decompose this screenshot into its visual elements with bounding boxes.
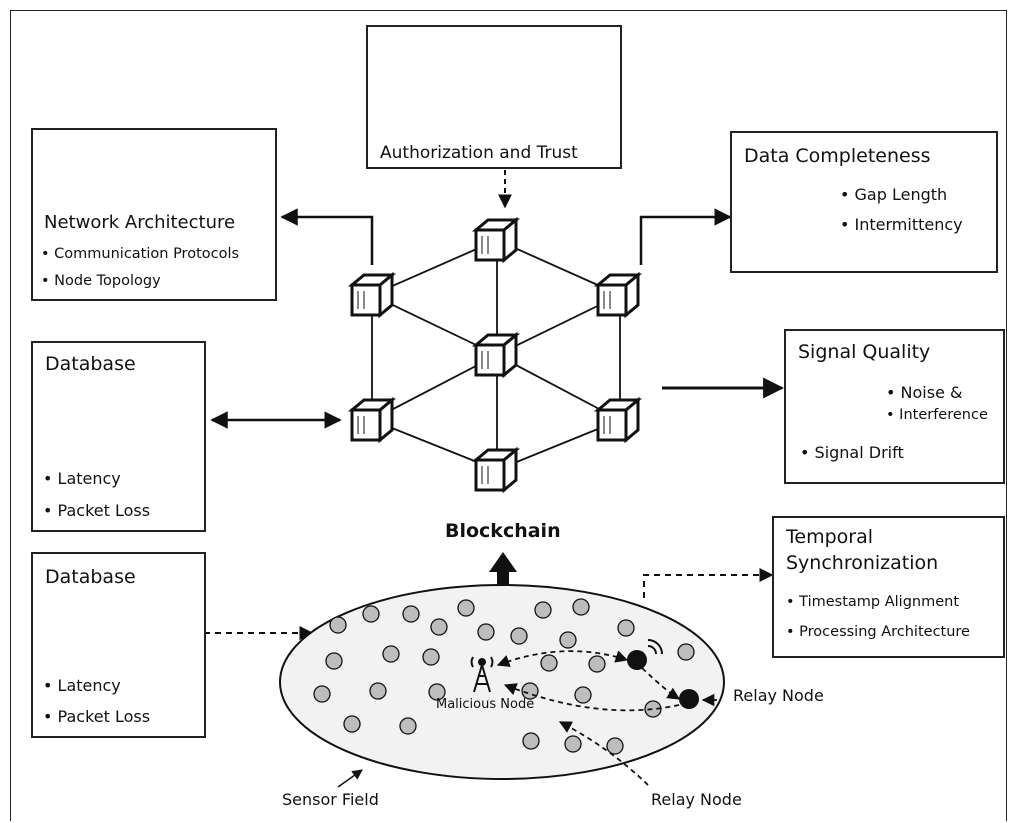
network-architecture-box: Network Architecture • Communication Pro… [31,128,277,301]
data-completeness-title: Data Completeness [744,145,931,167]
sensor-field-pointer [337,769,363,788]
temporal-sync-box: Temporal Synchronization • Timestamp Ali… [772,516,1005,658]
temporal-title-line2: Synchronization [786,552,939,574]
signal-bullet-drift: • Signal Drift [800,443,904,462]
network-architecture-title: Network Architecture [44,212,236,233]
relay-node-lower [679,689,699,709]
blockchain-network [350,218,640,492]
database-1-box: Database • Latency • Packet Loss [31,341,206,532]
signal-bullet-interference: • Interference [886,407,988,423]
relay-node-label-bottom: Relay Node [651,790,742,809]
link-completeness [639,208,732,265]
database-2-bullet-packet-loss: • Packet Loss [43,707,151,726]
link-network [280,208,374,265]
database-2-box: Database • Latency • Packet Loss [31,552,206,738]
block-right-upper [596,273,640,317]
block-right-lower [596,398,640,442]
block-center [474,333,518,377]
temporal-bullet-processing: • Processing Architecture [786,624,970,640]
sensor-nodes [313,598,695,755]
signal-quality-box: Signal Quality • Noise & • Interference … [784,329,1005,484]
block-top [474,218,518,262]
data-completeness-box: Data Completeness • Gap Length • Intermi… [730,131,998,273]
link-temporal [643,568,774,598]
signal-quality-title: Signal Quality [798,341,931,363]
block-bottom [474,448,518,492]
sensor-field [279,584,725,780]
temporal-bullet-timestamp: • Timestamp Alignment [786,594,960,610]
sensor-field-label: Sensor Field [282,790,379,809]
relay-node-upper [627,639,663,670]
authorization-title: Authorization and Trust [380,143,578,163]
block-left-lower [350,398,394,442]
database-1-title: Database [45,353,136,375]
blockchain-label: Blockchain [445,520,561,542]
authorization-box: Authorization and Trust [366,25,622,169]
figure-frame [10,10,1007,821]
malicious-node-icon [470,656,494,693]
database-2-title: Database [45,566,136,588]
relay-node-label-right: Relay Node [733,686,824,705]
database-2-bullet-latency: • Latency [43,676,121,695]
block-left-upper [350,273,394,317]
completeness-bullet-gap: • Gap Length [840,185,948,204]
completeness-bullet-intermittency: • Intermittency [840,215,963,234]
signal-bullet-noise: • Noise & [886,383,963,402]
malicious-node-label: Malicious Node [436,697,535,712]
temporal-title-line1: Temporal [786,526,873,548]
database-1-bullet-packet-loss: • Packet Loss [43,501,151,520]
attack-paths [496,650,717,786]
network-bullet-topology: • Node Topology [41,273,161,289]
network-bullet-protocols: • Communication Protocols [41,246,240,262]
database-1-bullet-latency: • Latency [43,469,121,488]
